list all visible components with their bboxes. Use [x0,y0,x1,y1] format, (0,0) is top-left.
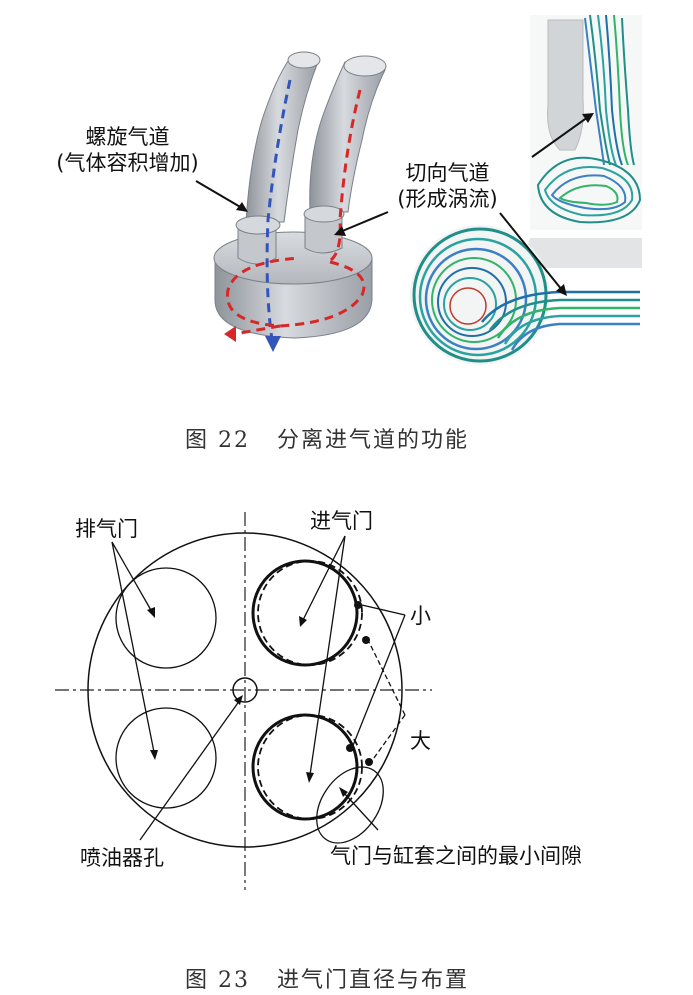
valve-layout-diagram [55,512,432,890]
figure-22: 螺旋气道 (气体容积增加) 切向气道 (形成涡流) 图 22 分离进气道的功能 [0,0,693,460]
clearance-dot-small-lower [346,744,354,752]
swirl-flow-arrowhead [224,326,236,342]
swirl-flow-loop [225,256,366,328]
helical-leader-line [195,180,243,209]
large-clearance-label: 大 [410,729,431,753]
figure-23-caption: 图 23 进气门直径与布置 [185,968,469,993]
figure-22-caption: 图 22 分离进气道的功能 [185,428,469,453]
swirl-flow-arrow [327,89,362,264]
figure-23: 排气门 进气门 小 大 喷油器孔 气门与缸套之间的最小间隙 图 23 进气门直径… [0,490,693,995]
intake-port-model-illustration [195,51,389,352]
clearance-dot-large-lower [365,758,373,766]
exhaust-valve-lower [115,707,217,809]
helical-flow-arrow [265,79,292,341]
helical-flow-arrowhead [265,336,281,352]
intake-valve-upper-enlarged [257,560,363,666]
small-clearance-label: 小 [410,604,431,628]
injector-hole-label: 喷油器孔 [80,846,164,870]
clearance-highlight-ellipse [316,766,384,844]
intake-valve-label: 进气门 [310,509,373,533]
clearance-dot-large-upper [362,636,370,644]
exhaust-valve-upper [115,567,217,669]
cfd-top-view-illustration [410,212,642,365]
exhaust-valve-label: 排气门 [75,517,138,541]
injector-hole [232,677,258,703]
tangential-port-label-line1: 切向气道 [405,161,490,185]
tangential-port-label: 切向气道 (形成涡流) [380,160,515,212]
helical-port-label-line1: 螺旋气道 [85,125,170,149]
min-clearance-label: 气门与缸套之间的最小间隙 [330,844,582,868]
cfd-side-view-illustration [530,14,642,230]
tangential-port-label-line2: (形成涡流) [397,187,498,211]
tangential-port-tube [303,55,387,254]
tangential-leader-line [339,211,389,233]
intake-valve-lower [251,713,359,821]
clearance-dot-small-upper [354,601,362,609]
helical-port-label: 螺旋气道 (气体容积增加) [40,124,215,176]
intake-valve-upper [251,559,359,667]
intake-valve-lower-enlarged [257,714,363,820]
helical-port-tube [235,51,321,265]
helical-port-label-line2: (气体容积增加) [56,151,199,175]
cylinder-bore [87,532,403,848]
